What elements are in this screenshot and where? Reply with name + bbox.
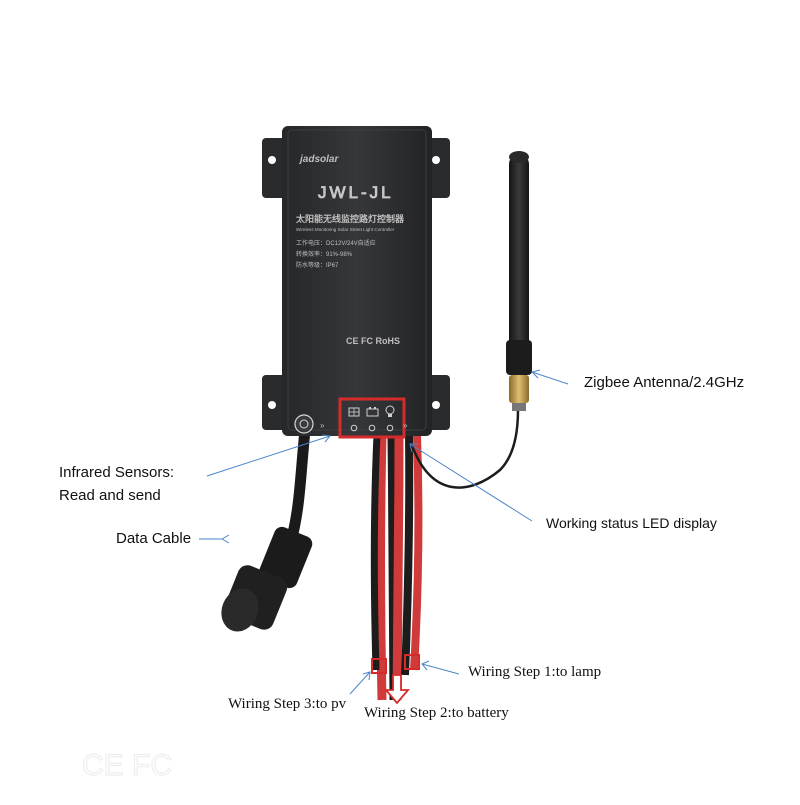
battery-icon (366, 407, 379, 417)
device-spec-waterproof: 防水等级：IP67 (296, 261, 339, 269)
device-brand: jadsolar (298, 154, 339, 165)
device-subtitle-en: Wireless Monitoring Solar Street Light C… (296, 227, 395, 232)
signal-right-icon: » (403, 421, 408, 430)
arrow-led (409, 443, 533, 522)
label-data-cable: Data Cable (116, 530, 192, 547)
output-wires (370, 434, 423, 701)
device-labels: jadsolar JWL-JL 太阳能无线监控路灯控制器 Wireless Mo… (295, 154, 405, 346)
arrow-infrared (206, 435, 331, 477)
watermark: CE FC (82, 749, 172, 782)
label-step1: Wiring Step 1:to lamp (468, 664, 602, 680)
label-infrared-line1: Infrared Sensors: (59, 464, 175, 481)
arrow-antenna (531, 371, 569, 385)
solar-panel-icon (348, 407, 360, 417)
data-cable (221, 429, 313, 632)
label-step3: Wiring Step 3:to pv (228, 696, 347, 712)
led-solar (350, 424, 358, 432)
led-status-panel (338, 397, 406, 439)
device-certifications: CE FC RoHS (346, 336, 400, 346)
device-spec-efficiency: 转换效率：91%-98% (296, 250, 353, 258)
controller-housing (262, 126, 450, 436)
device-spec-voltage: 工作电压：DC12V/24V自适应 (296, 239, 376, 247)
led-battery (368, 424, 376, 432)
arrow-step1 (421, 663, 460, 675)
label-infrared-line2: Read and send (59, 487, 161, 504)
label-antenna: Zigbee Antenna/2.4GHz (584, 374, 745, 391)
led-highlight-box (338, 397, 406, 439)
label-led-display: Working status LED display (546, 515, 717, 531)
callout-arrows (199, 369, 569, 695)
battery-arrow (384, 674, 410, 705)
arrow-step3 (349, 671, 371, 695)
terminal-lamp-box (404, 654, 420, 670)
antenna-cable (408, 409, 520, 489)
device-model: JWL-JL (318, 183, 394, 202)
device-title-cn: 太阳能无线监控路灯控制器 (295, 213, 405, 224)
terminal-pv-box (371, 658, 387, 674)
infrared-sensor: » » (294, 414, 408, 434)
signal-left-icon: » (320, 421, 325, 430)
led-lamp (386, 424, 394, 432)
label-step2: Wiring Step 2:to battery (364, 705, 509, 721)
lamp-icon (385, 405, 395, 417)
antenna (506, 151, 532, 411)
